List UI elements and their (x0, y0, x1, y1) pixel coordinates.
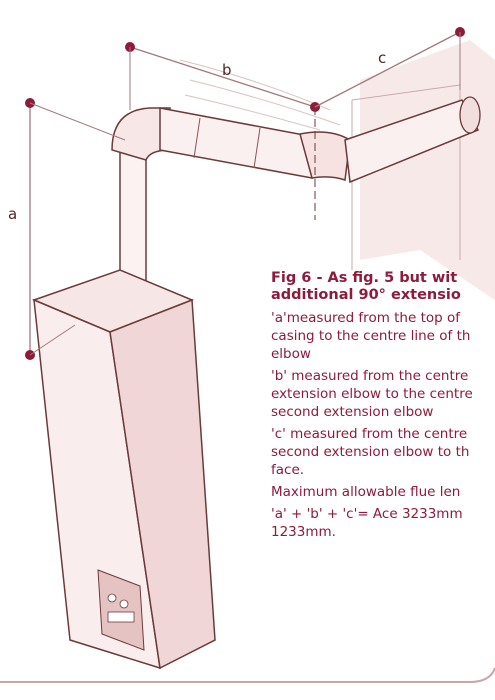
wall-terminal (459, 96, 481, 134)
caption-max-length: Maximum allowable flue len (271, 484, 461, 500)
dimension-line-b (129, 46, 316, 108)
figure-title: Fig 6 - As fig. 5 but wit additional 90°… (271, 270, 461, 303)
figure-caption: Fig 6 - As fig. 5 but wit additional 90°… (271, 270, 495, 545)
flue-horizontal-pipe-b (159, 107, 321, 179)
caption-formula: 'a' + 'b' + 'c'= Ace 3233mm 1233mm. (271, 506, 463, 540)
control-panel (97, 569, 145, 651)
figure-border (0, 667, 495, 683)
flue-horizontal-pipe-c (344, 99, 480, 184)
second-extension-elbow (299, 131, 351, 182)
caption-paragraph-c: 'c' measured from the centre second exte… (271, 426, 470, 478)
dimension-label-c: c (378, 49, 387, 67)
first-extension-elbow (111, 107, 171, 161)
caption-paragraph-b: 'b' measured from the centre extension e… (271, 368, 473, 420)
boiler-side (109, 298, 216, 670)
caption-paragraph-a: 'a'measured from the top of casing to th… (271, 310, 471, 362)
dimension-line-c (314, 31, 461, 108)
dimension-label-a: a (8, 205, 18, 223)
dimension-label-b: b (222, 61, 232, 79)
